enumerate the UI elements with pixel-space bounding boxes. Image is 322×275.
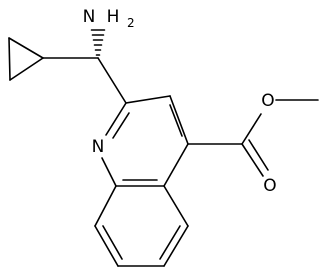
bond-carbonyl-double-b (248, 139, 269, 171)
bond-c8a-n1 (101, 157, 117, 187)
bond-c5-c6 (163, 225, 189, 267)
amine-n-label: N (83, 7, 96, 27)
methyl-ester-group (187, 99, 319, 177)
bond-cyclopropyl-a (8, 37, 44, 59)
bond-n1-c2-inner (112, 112, 130, 139)
bond-stereocenter-c2 (97, 57, 127, 104)
carbonyl-o-label: O (263, 176, 276, 196)
bond-c8-c8a (94, 185, 117, 227)
cyclopropyl-ring (8, 37, 44, 81)
bond-c7-c8 (94, 225, 119, 267)
amine-h-count-label: 2 (127, 16, 135, 30)
bond-cyclopropyl-b (8, 37, 11, 81)
bond-c3-c4 (169, 95, 189, 145)
bond-c3-c4-inner (169, 104, 183, 137)
bond-n1-c2 (105, 102, 127, 136)
pyridine-ring (101, 95, 189, 187)
bond-carbonyl-double-a (241, 143, 264, 177)
bond-c2-c3 (125, 95, 171, 104)
bond-c4a-c5 (163, 185, 189, 227)
bond-c5-c6-inner (159, 225, 181, 260)
bond-c4-c4a (163, 143, 189, 187)
benzene-ring (94, 185, 189, 267)
amine-h-label: H (107, 7, 120, 27)
ring-n-label: N (92, 137, 105, 157)
bond-stereo-hash-to-amine (90, 29, 106, 56)
ester-o-label: O (261, 91, 274, 111)
bond-carbonyl-ester-o (241, 113, 262, 145)
bond-cyclopropyl-c (9, 57, 44, 81)
bond-c7-c8-inner (102, 225, 123, 260)
